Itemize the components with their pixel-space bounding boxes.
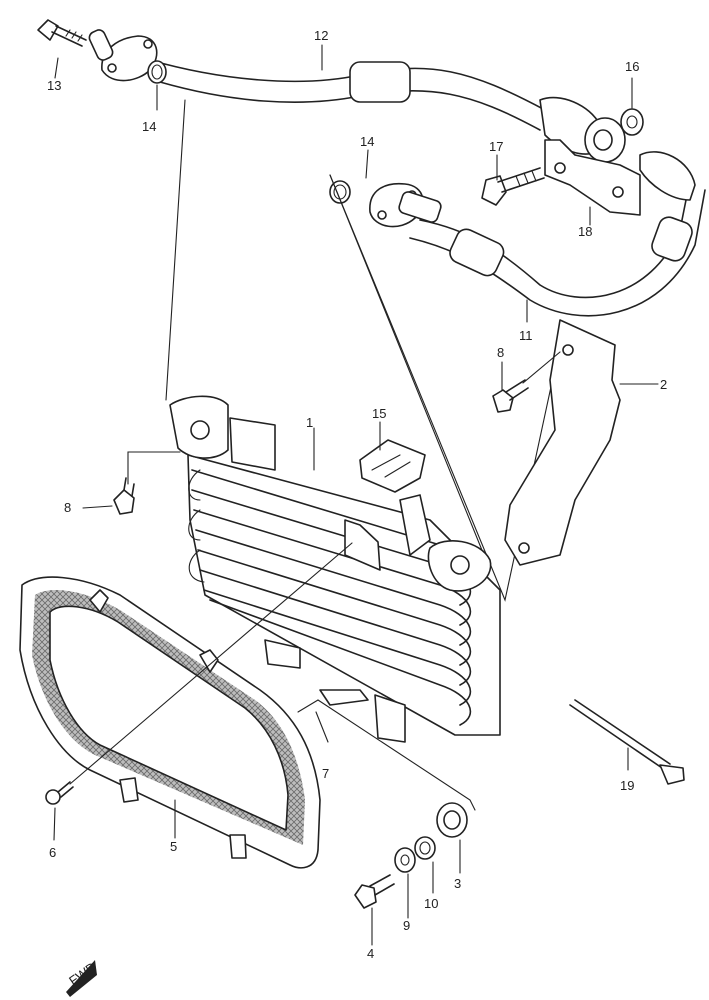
hose-bracket-18 xyxy=(544,139,641,216)
callout-2: 2 xyxy=(660,377,667,392)
bracket-2 xyxy=(504,319,621,566)
grille-screen-5 xyxy=(19,576,321,869)
washer-16 xyxy=(620,108,644,136)
callout-14-lower: 14 xyxy=(360,134,374,149)
callout-8-lower: 8 xyxy=(64,500,71,515)
callout-labels: 1 2 3 4 5 6 7 8 8 9 10 11 12 13 14 14 15… xyxy=(47,28,667,961)
callout-12: 12 xyxy=(314,28,328,43)
callout-19: 19 xyxy=(620,778,634,793)
callout-15: 15 xyxy=(372,406,386,421)
bolt-8-upper xyxy=(492,379,529,413)
callout-7: 7 xyxy=(322,766,329,781)
washer-9 xyxy=(394,847,416,873)
callout-10: 10 xyxy=(424,896,438,911)
bolt-8-lower xyxy=(113,477,135,515)
callout-13: 13 xyxy=(47,78,61,93)
callout-9: 9 xyxy=(403,918,410,933)
callout-18: 18 xyxy=(578,224,592,239)
leader-lines xyxy=(53,44,659,946)
collar-10 xyxy=(414,836,436,860)
callout-17: 17 xyxy=(489,139,503,154)
lower-oil-hose xyxy=(409,151,706,317)
callout-11: 11 xyxy=(519,328,533,343)
bolt-17 xyxy=(481,167,545,206)
oil-cooler-core xyxy=(169,395,501,743)
callout-4: 4 xyxy=(367,946,374,961)
grommet-3 xyxy=(436,802,468,838)
callout-5: 5 xyxy=(170,839,177,854)
callout-1: 1 xyxy=(306,415,313,430)
callout-8-upper: 8 xyxy=(497,345,504,360)
bolt-13 xyxy=(37,19,87,47)
callout-6: 6 xyxy=(49,845,56,860)
cable-tie-19 xyxy=(569,699,685,785)
upper-hose-flange xyxy=(88,29,158,82)
screw-6 xyxy=(45,781,74,805)
callout-16: 16 xyxy=(625,59,639,74)
lower-hose-flange xyxy=(369,182,442,228)
bolt-4 xyxy=(354,874,395,909)
o-ring-14-upper xyxy=(147,60,167,84)
fwd-arrow-icon: FWD xyxy=(66,959,99,997)
callout-3: 3 xyxy=(454,876,461,891)
callout-14-upper: 14 xyxy=(142,119,156,134)
clip-15 xyxy=(359,439,426,493)
